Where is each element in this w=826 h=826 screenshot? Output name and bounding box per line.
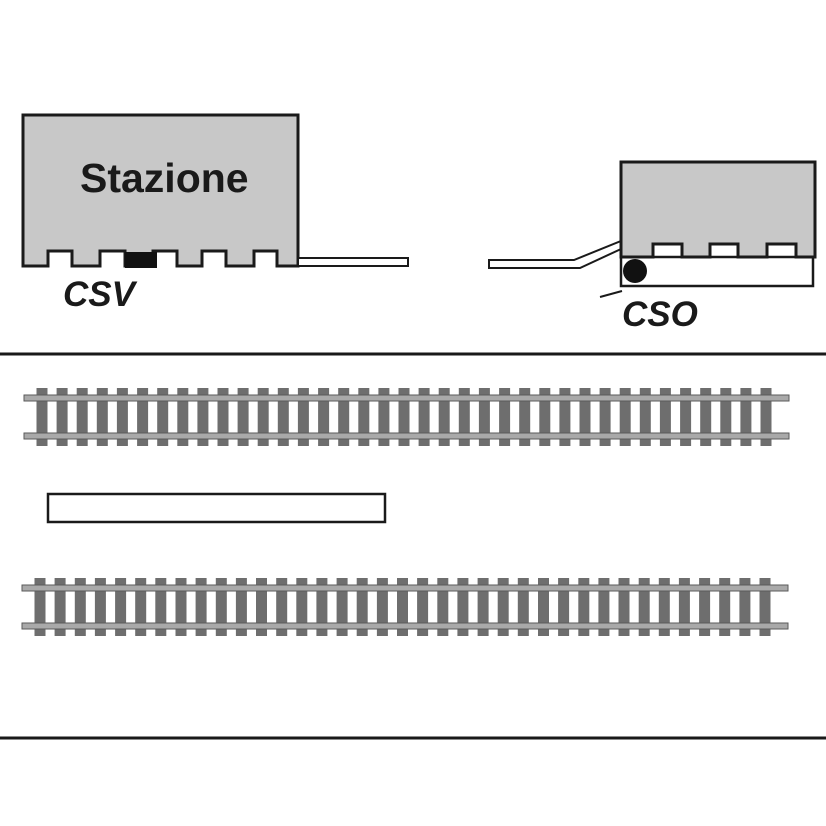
track-lower-sleeper	[558, 578, 570, 636]
station-platform-edge	[297, 257, 409, 267]
track-upper-sleeper	[297, 388, 309, 446]
track-lower-sleeper	[94, 578, 106, 636]
track-upper-sleeper	[56, 388, 68, 446]
station-building: Stazione CSV	[21, 113, 409, 314]
track-upper-sleeper	[197, 388, 209, 446]
track-lower-sleeper	[678, 578, 690, 636]
track-lower-rail-bottom	[21, 622, 789, 630]
track-lower-sleeper	[376, 578, 388, 636]
track-upper-sleeper	[358, 388, 370, 446]
track-lower-sleeper	[517, 578, 529, 636]
track-upper-sleeper	[458, 388, 470, 446]
station-name: Stazione	[80, 155, 249, 201]
cso-label: CSO	[622, 295, 698, 334]
track-upper-sleeper	[478, 388, 490, 446]
track-upper	[23, 388, 790, 446]
track-upper-sleeper	[760, 388, 772, 446]
track-lower-sleeper	[739, 578, 751, 636]
track-lower-sleeper	[578, 578, 590, 636]
track-upper-sleeper	[157, 388, 169, 446]
track-upper-sleeper	[700, 388, 712, 446]
track-lower-sleeper	[256, 578, 267, 636]
track-lower-sleeper	[618, 578, 630, 636]
track-upper-rail-bottom	[23, 432, 790, 440]
track-lower-sleeper	[235, 578, 247, 636]
track-lower-sleeper	[54, 578, 66, 636]
track-upper-sleepers	[36, 388, 772, 446]
track-lower-sleeper	[759, 578, 771, 636]
ramp-body	[619, 160, 817, 259]
track-lower-sleepers	[34, 578, 771, 636]
track-upper-sleeper	[76, 388, 88, 446]
track-lower-sleeper	[276, 578, 288, 636]
central-platform	[46, 492, 387, 524]
track-lower-sleeper	[658, 578, 670, 636]
track-lower-sleeper	[598, 578, 610, 636]
station-body	[21, 113, 300, 268]
cso-pointer-line	[599, 290, 623, 298]
track-upper-sleeper	[96, 388, 108, 446]
track-lower-sleeper	[175, 578, 187, 636]
track-upper-sleeper	[659, 388, 671, 446]
track-lower-rail-top	[21, 584, 789, 592]
csv-label: CSV	[63, 275, 138, 314]
track-upper-sleeper	[619, 388, 631, 446]
ramp-building: CSO	[488, 160, 817, 334]
track-upper-sleeper	[539, 388, 551, 446]
track-lower-sleeper	[296, 578, 308, 636]
csv-sensor	[125, 252, 157, 268]
track-lower-sleeper	[115, 578, 127, 636]
track-lower-sleeper	[135, 578, 147, 636]
track-lower-sleeper	[316, 578, 328, 636]
track-lower-sleeper	[215, 578, 227, 636]
cso-sensor	[623, 259, 647, 283]
track-lower-sleeper	[336, 578, 348, 636]
track-upper-sleeper	[398, 388, 410, 446]
track-upper-sleeper	[237, 388, 249, 446]
track-upper-sleeper	[177, 388, 189, 446]
track-upper-rail-top	[23, 394, 790, 402]
track-lower-sleeper	[638, 578, 650, 636]
track-lower-sleeper	[699, 578, 711, 636]
track-lower-sleeper	[497, 578, 509, 636]
ramp-base	[619, 255, 815, 288]
track-lower-sleeper	[74, 578, 86, 636]
track-lower	[21, 578, 789, 636]
ramp-platform-edge	[488, 239, 622, 269]
track-upper-sleeper	[519, 388, 531, 446]
track-lower-sleeper	[356, 578, 368, 636]
track-upper-sleeper	[36, 388, 48, 446]
track-lower-sleeper	[719, 578, 731, 636]
track-lower-sleeper	[155, 578, 167, 636]
track-upper-sleeper	[318, 388, 330, 446]
track-lower-sleeper	[34, 578, 46, 636]
track-upper-sleeper	[418, 388, 430, 446]
track-lower-sleeper	[437, 578, 449, 636]
track-upper-sleeper	[740, 388, 752, 446]
track-upper-sleeper	[639, 388, 651, 446]
track-upper-sleeper	[720, 388, 732, 446]
track-upper-sleeper	[559, 388, 571, 446]
track-upper-sleeper	[378, 388, 390, 446]
track-upper-sleeper	[438, 388, 450, 446]
track-lower-sleeper	[195, 578, 207, 636]
track-upper-sleeper	[277, 388, 289, 446]
track-lower-sleeper	[417, 578, 429, 636]
track-upper-sleeper	[599, 388, 611, 446]
track-lower-sleeper	[477, 578, 489, 636]
track-lower-sleeper	[457, 578, 469, 636]
track-upper-sleeper	[499, 388, 511, 446]
track-upper-sleeper	[338, 388, 350, 446]
track-upper-sleeper	[217, 388, 229, 446]
track-upper-sleeper	[579, 388, 591, 446]
track-lower-sleeper	[538, 578, 549, 636]
track-upper-sleeper	[257, 388, 269, 446]
track-lower-sleeper	[397, 578, 408, 636]
track-upper-sleeper	[680, 388, 692, 446]
track-upper-sleeper	[137, 388, 149, 446]
track-upper-sleeper	[116, 388, 128, 446]
